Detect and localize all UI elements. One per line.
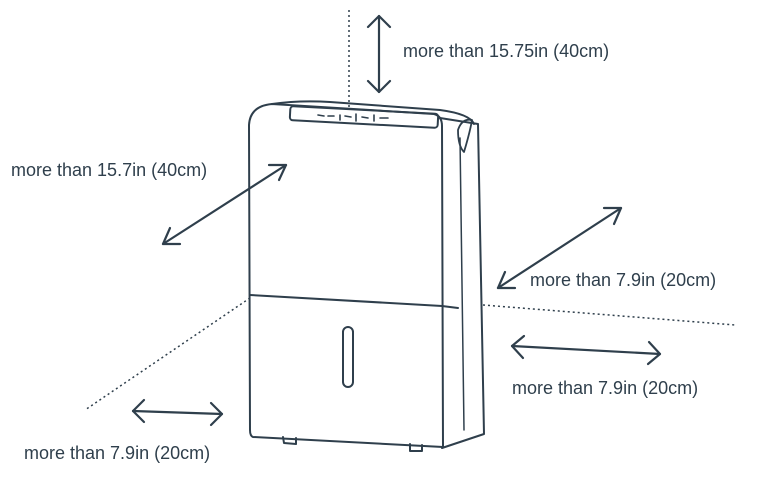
top-clearance-arrow <box>366 14 392 94</box>
unit-top-rim <box>271 100 475 125</box>
control-buttons <box>317 113 389 122</box>
tank-window <box>342 326 354 388</box>
unit-foot-right <box>409 443 423 452</box>
control-panel <box>288 105 440 129</box>
reference-lines <box>84 10 736 411</box>
unit-side-panel <box>439 117 485 449</box>
clearance-arrows <box>131 14 662 427</box>
left-lower-clearance-label: more than 7.9in (20cm) <box>24 443 211 463</box>
front-clearance-arrow <box>161 163 288 246</box>
right-side-clearance-label: more than 7.9in (20cm) <box>530 270 717 290</box>
right-side-clearance-arrow <box>496 206 623 290</box>
unit-front-body <box>248 103 444 448</box>
top-clearance-label: more than 15.75in (40cm) <box>403 41 610 61</box>
right-lower-clearance-label: more than 7.9in (20cm) <box>512 378 699 398</box>
right-lower-clearance-arrow <box>510 334 662 366</box>
floor-right-reference-line <box>482 304 736 326</box>
left-lower-clearance-arrow <box>131 398 224 427</box>
unit-foot-left <box>282 436 297 445</box>
unit-handle <box>457 118 473 153</box>
front-clearance-label: more than 15.7in (40cm) <box>11 160 208 180</box>
floor-left-reference-line <box>84 297 251 411</box>
dehumidifier-unit <box>248 100 485 452</box>
tank-divider <box>249 294 459 309</box>
unit-side-inner <box>459 137 465 431</box>
